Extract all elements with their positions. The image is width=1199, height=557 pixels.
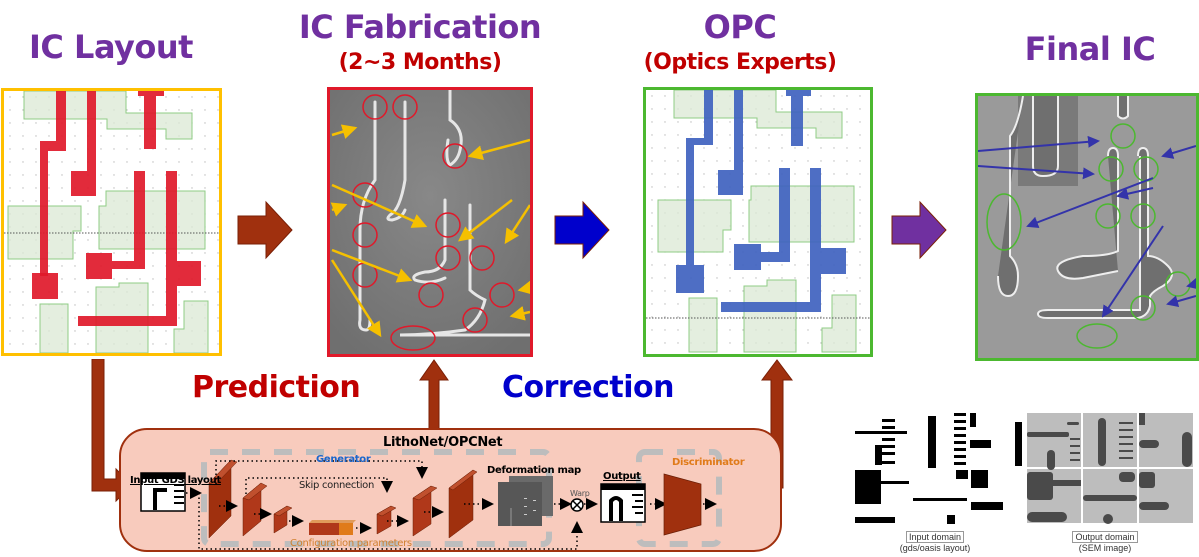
discriminator-label: Discriminator	[672, 457, 745, 468]
right-arrow-icon	[237, 200, 293, 260]
stage-subtitle-fabrication: (2~3 Months)	[338, 50, 502, 75]
network-title: LithoNet/OPCNet	[383, 435, 503, 450]
input-domain-label: Input domain	[905, 531, 965, 543]
stage-subtitle-opc: (Optics Experts)	[643, 50, 837, 75]
stage-title-final: Final IC	[1024, 30, 1156, 68]
network-diagram	[119, 428, 782, 552]
deformation-map-image	[498, 476, 553, 526]
output-domain-label: Output domain	[1072, 531, 1138, 543]
stage-title-layout: IC Layout	[29, 28, 193, 66]
input-domain-sublabel: (gds/oasis layout)	[899, 543, 971, 553]
arrow-opc-to-final	[890, 200, 950, 260]
config-params-label: Configuration parameters	[290, 538, 412, 549]
layout-drawing	[4, 91, 219, 353]
generator-boundary	[201, 449, 552, 547]
output-domain-caption: Output domain (SEM image)	[1050, 531, 1160, 553]
opc-drawing	[646, 90, 870, 354]
input-gds-icon	[140, 472, 186, 512]
output-layout-icon	[600, 483, 646, 523]
prediction-label: Prediction	[192, 370, 361, 405]
correction-label: Correction	[502, 370, 674, 405]
input-gds-label: Input GDS layout	[130, 475, 221, 486]
skip-connection-label: Skip connection	[299, 480, 375, 491]
output-domain-sublabel: (SEM image)	[1078, 543, 1132, 553]
discriminator-block	[663, 473, 702, 536]
final-ic-sem-panel	[975, 93, 1199, 361]
stage-title-opc: OPC	[703, 8, 777, 46]
final-ic-sem-image	[978, 96, 1196, 358]
decoder-blocks	[376, 469, 478, 539]
arrow-network-to-fabrication	[418, 358, 450, 433]
warp-operator-icon	[570, 498, 584, 512]
right-arrow-icon	[891, 200, 947, 260]
right-arrow-icon	[554, 200, 610, 260]
generator-label: Generator	[316, 454, 371, 465]
input-domain-caption: Input domain (gds/oasis layout)	[880, 531, 990, 553]
deformation-map-label: Deformation map	[487, 465, 581, 476]
input-domain-image	[850, 410, 1015, 530]
arrow-layout-to-fabrication	[236, 200, 296, 260]
bottleneck-block	[309, 520, 356, 535]
stage-title-fabrication: IC Fabrication	[298, 8, 542, 46]
opc-layout-panel	[643, 87, 873, 357]
fabrication-sem-panel	[327, 87, 533, 357]
fabrication-sem-image	[330, 90, 530, 354]
output-domain-image	[1015, 410, 1199, 530]
discriminator-boundary	[636, 449, 722, 547]
encoder-blocks	[208, 459, 293, 539]
warp-label: Warp	[570, 489, 590, 498]
ic-layout-panel	[1, 88, 222, 356]
arrow-fabrication-to-opc	[553, 200, 613, 260]
output-label: Output	[603, 471, 641, 482]
